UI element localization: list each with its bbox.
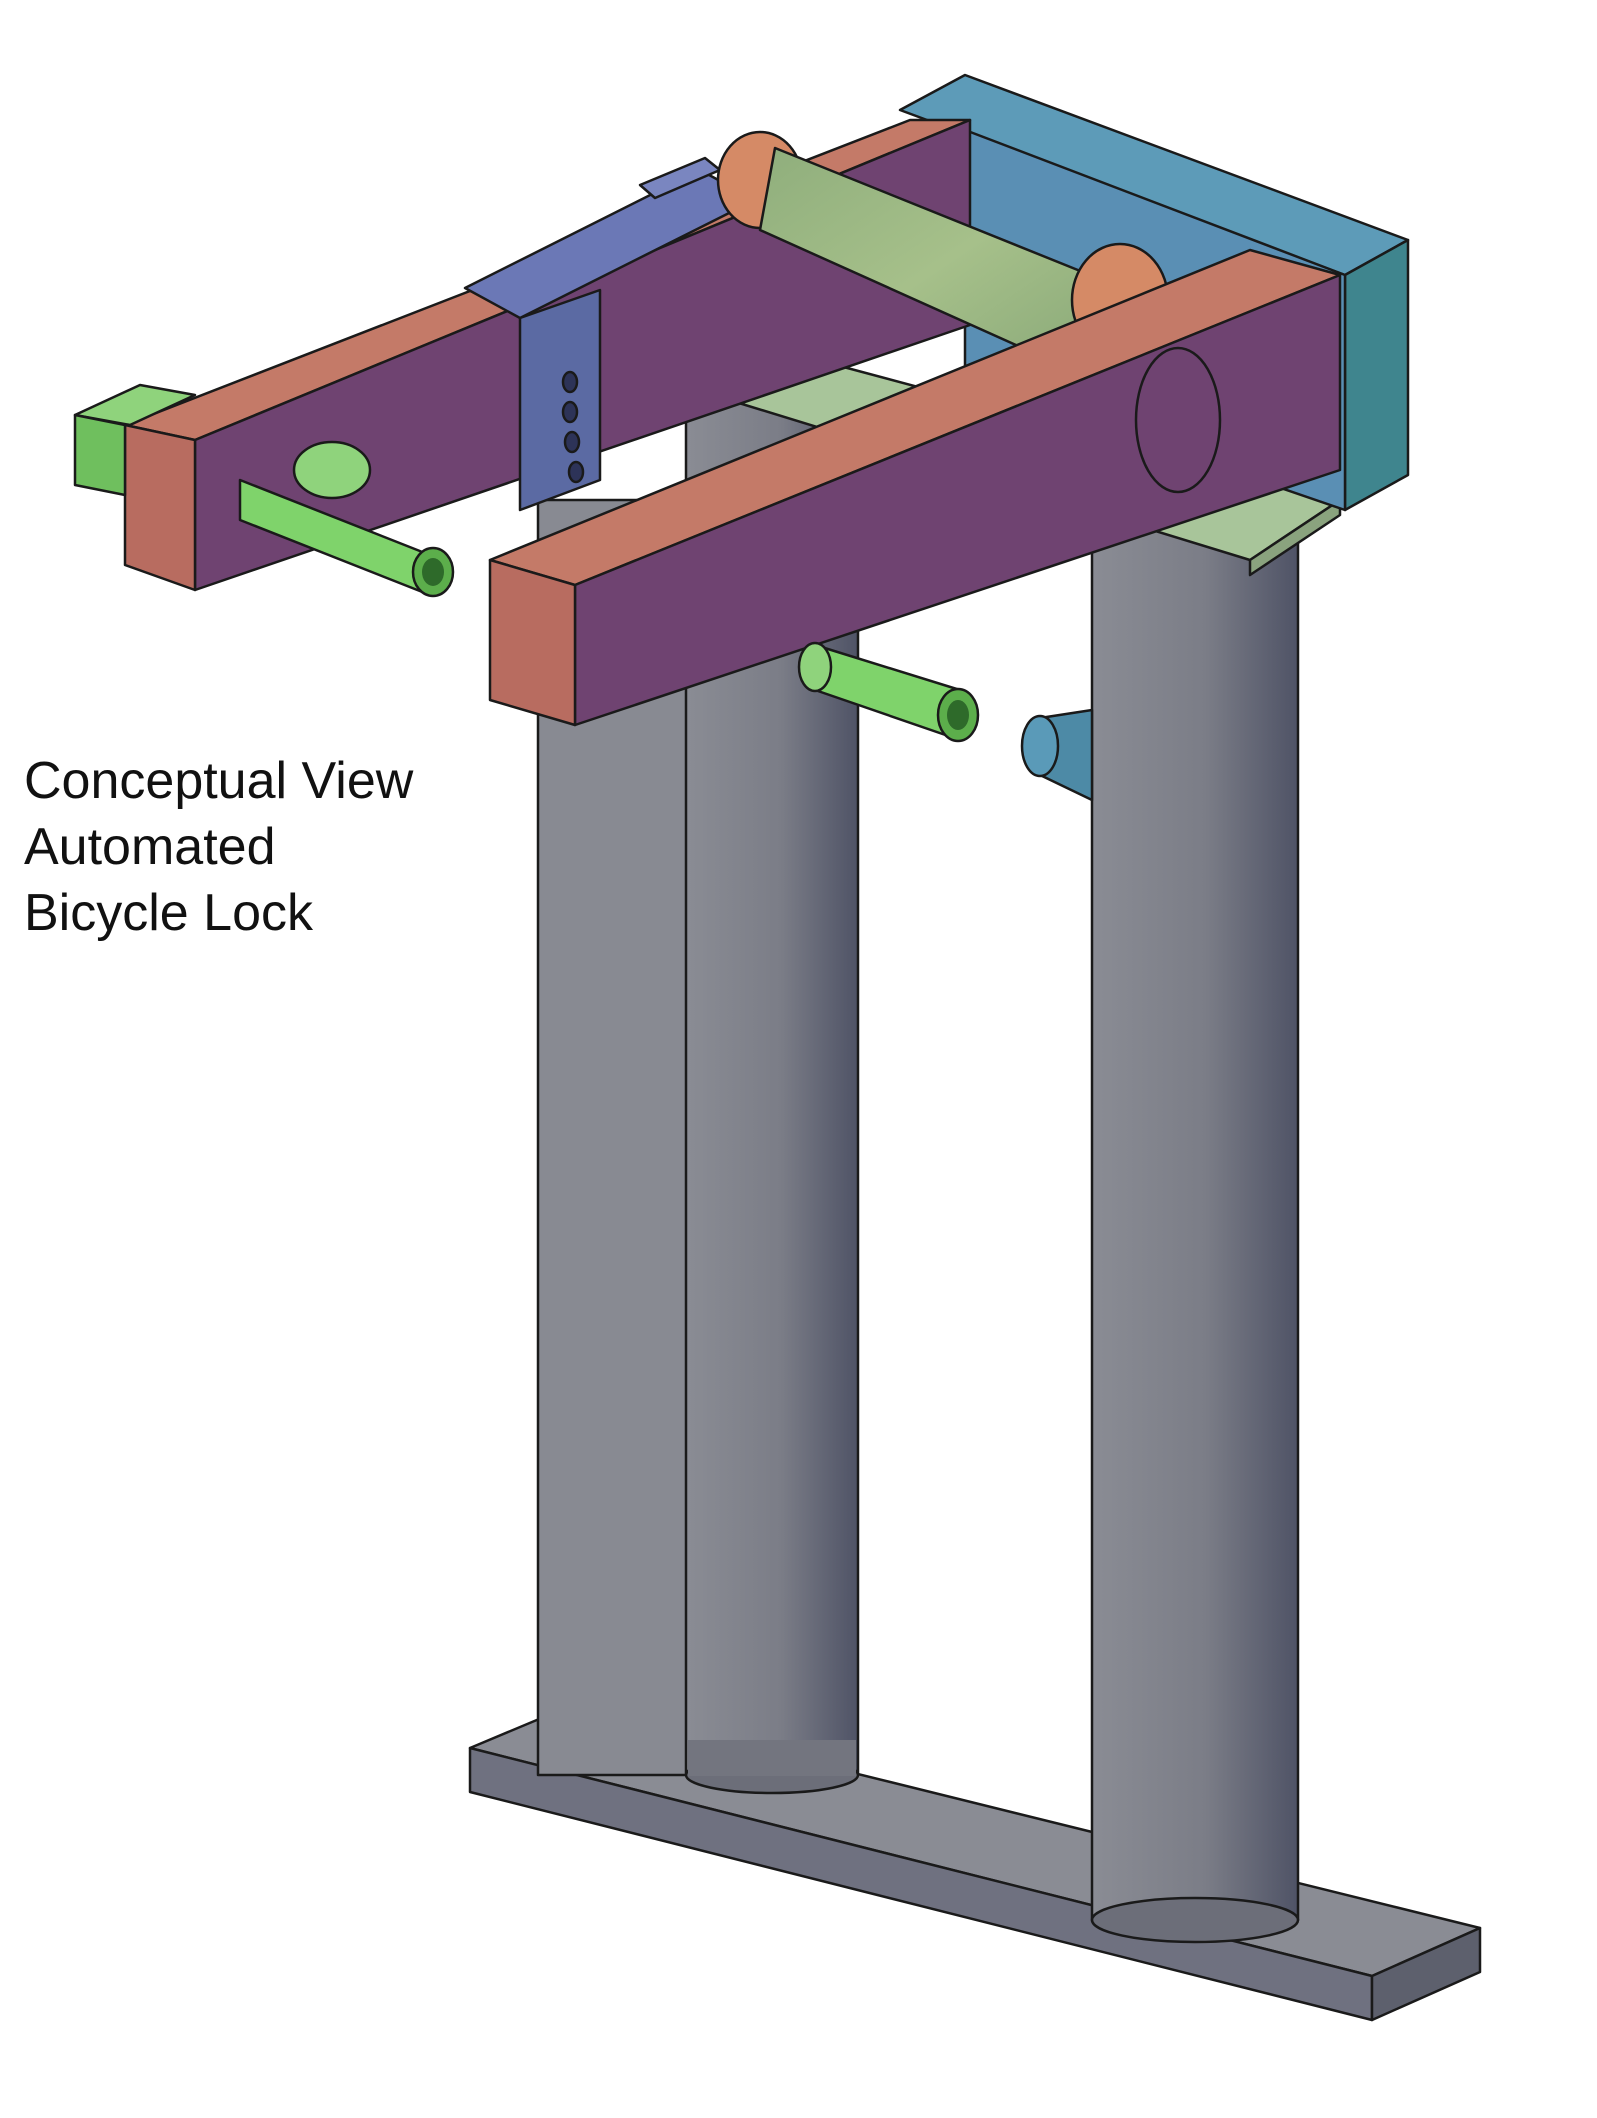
caption-line-2: Automated — [24, 818, 276, 876]
diagram-caption: Conceptual View Automated Bicycle Lock — [24, 748, 413, 946]
right-post — [1090, 518, 1300, 1944]
bracket-holes — [561, 370, 585, 484]
back-pin — [238, 440, 455, 598]
front-pin — [797, 641, 980, 743]
caption-line-1: Conceptual View — [24, 752, 414, 810]
roller — [716, 130, 1170, 387]
mount-bracket — [463, 156, 757, 512]
blue-pin — [1020, 708, 1094, 802]
front-arm — [488, 248, 1342, 727]
caption-line-3: Bicycle Lock — [24, 884, 313, 942]
back-arm-end-block — [73, 383, 197, 497]
